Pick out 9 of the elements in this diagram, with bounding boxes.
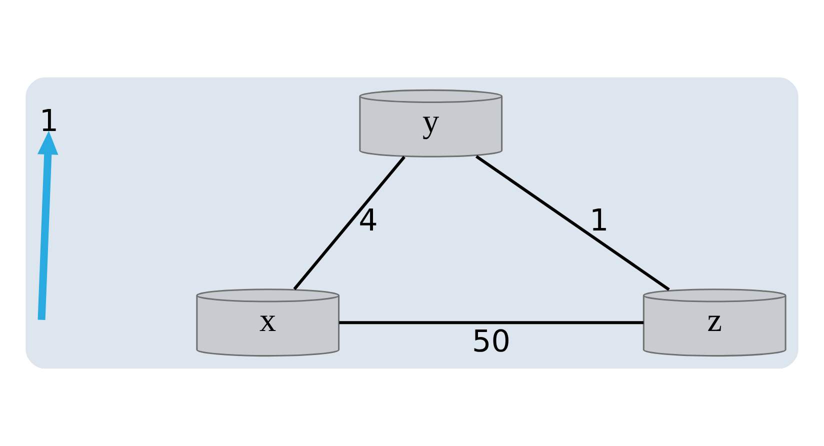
connector [293, 156, 406, 290]
edge-label: 1 [590, 204, 609, 239]
edge-label: 50 [472, 324, 510, 360]
connector [339, 321, 644, 324]
arrow [38, 130, 58, 320]
cluster [26, 77, 798, 369]
connector [475, 155, 670, 291]
edge-label: 4 [358, 204, 378, 239]
node-text: 1 [39, 104, 59, 139]
